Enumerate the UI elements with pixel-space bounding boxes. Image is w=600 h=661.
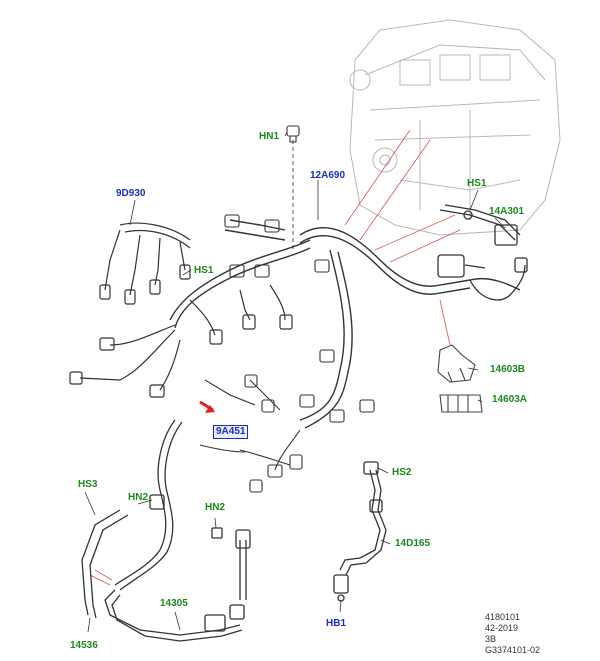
callout-hb1[interactable]: HB1 <box>326 618 347 629</box>
callout-9d930[interactable]: 9D930 <box>116 188 146 199</box>
leader-lines <box>89 129 461 586</box>
hn1-bolt-icon <box>286 125 300 143</box>
callout-hs3[interactable]: HS3 <box>78 479 98 490</box>
callout-hn2-mid[interactable]: HN2 <box>205 502 226 513</box>
selected-pointer-arrow-icon <box>199 400 215 413</box>
callout-hn1[interactable]: HN1 <box>259 131 280 142</box>
callout-hn2-left[interactable]: HN2 <box>128 492 149 503</box>
callout-9a451-selected[interactable]: 9A451 <box>213 425 249 439</box>
callout-14d165[interactable]: 14D165 <box>395 538 431 549</box>
lower-harness <box>81 419 251 642</box>
callout-14536[interactable]: 14536 <box>70 640 98 651</box>
callout-14a301[interactable]: 14A301 <box>489 206 525 217</box>
connector-pack <box>437 344 483 413</box>
drawing-ref-line4: G3374101-02 <box>484 645 540 655</box>
callout-14603a[interactable]: 14603A <box>492 394 528 405</box>
callout-hs2[interactable]: HS2 <box>392 467 412 478</box>
callout-hs1-left[interactable]: HS1 <box>194 265 214 276</box>
right-lower-harness <box>333 461 387 602</box>
drawing-ref-line1: 4180101 <box>484 612 520 622</box>
callout-12a690[interactable]: 12A690 <box>310 170 346 181</box>
center-connectors <box>199 214 375 493</box>
callout-14305[interactable]: 14305 <box>160 598 188 609</box>
drawing-ref-line3: 3B <box>484 634 496 644</box>
callout-hs1-right[interactable]: HS1 <box>467 178 487 189</box>
engine-block <box>349 19 561 236</box>
left-branches <box>69 284 293 398</box>
callout-14603b[interactable]: 14603B <box>490 364 526 375</box>
callout-leaders <box>84 131 506 633</box>
drawing-ref-line2: 42-2019 <box>484 623 518 633</box>
injector-harness <box>99 222 191 305</box>
drawing-reference: 4180101 42-2019 3B G3374101-02 <box>485 612 540 656</box>
right-harness <box>437 204 528 301</box>
